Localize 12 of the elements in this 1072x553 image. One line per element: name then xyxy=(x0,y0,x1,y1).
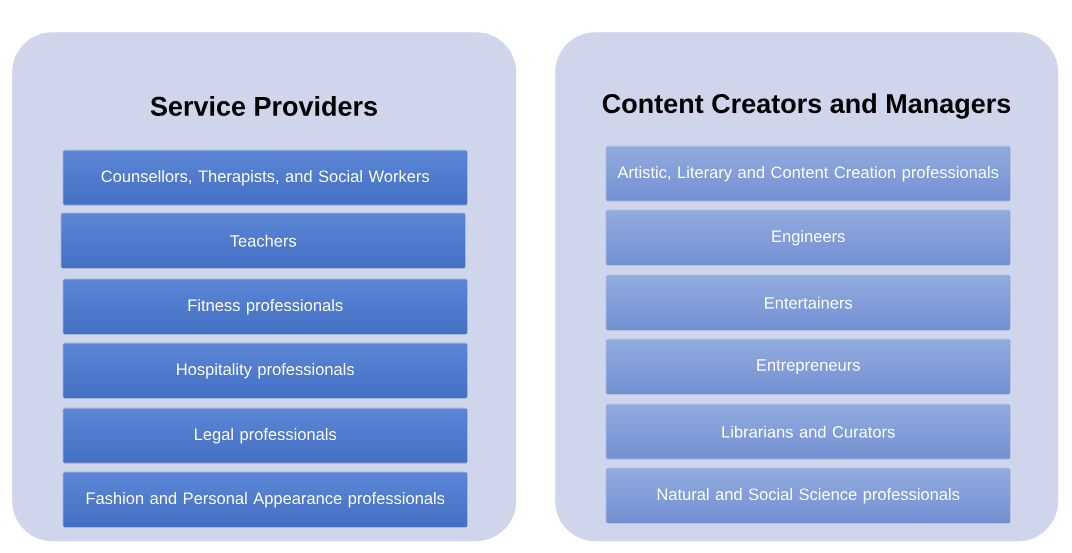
category-box: Librarians and Curators xyxy=(606,404,1011,460)
category-box: Engineers xyxy=(606,210,1011,266)
category-box: Fitness professionals xyxy=(63,279,468,335)
category-box: Artistic, Literary and Content Creation professionals xyxy=(606,146,1011,202)
category-box: Entertainers xyxy=(606,275,1011,331)
category-box: Hospitality professionals xyxy=(63,343,468,399)
category-box: Legal professionals xyxy=(63,408,468,464)
category-box: Entrepreneurs xyxy=(606,339,1011,395)
category-box: Natural and Social Science professionals xyxy=(606,468,1011,524)
category-box: Counsellors, Therapists, and Social Workers xyxy=(63,150,468,206)
category-box: Teachers xyxy=(61,213,466,269)
category-box: Fashion and Personal Appearance professionals xyxy=(63,472,468,528)
